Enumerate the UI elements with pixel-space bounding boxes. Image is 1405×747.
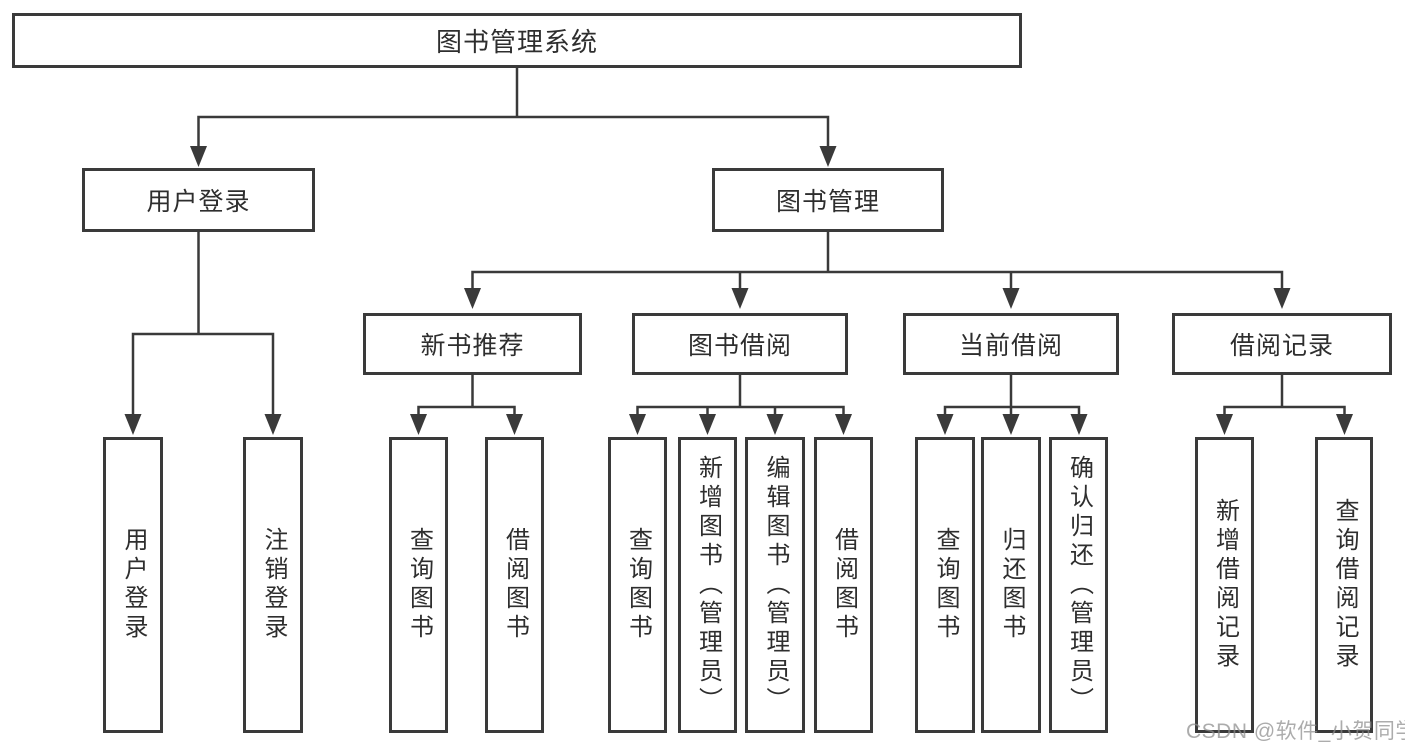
leaf-cb-confirm-return-admin: 确认归还（管理员） bbox=[1049, 437, 1108, 733]
leaf-bb-add-book-admin: 新增图书（管理员） bbox=[678, 437, 737, 733]
leaf-nb-borrow-books: 借阅图书 bbox=[485, 437, 544, 733]
leaf-nb-query-books: 查询图书 bbox=[389, 437, 448, 733]
node-current-borrowing: 当前借阅 bbox=[903, 313, 1119, 375]
vertical-label: 查询图书 bbox=[405, 527, 433, 643]
node-library-system: 图书管理系统 bbox=[12, 13, 1022, 68]
node-label: 图书管理系统 bbox=[435, 27, 598, 57]
node-user-login: 用户登录 bbox=[82, 168, 315, 232]
leaf-cb-return-books: 归还图书 bbox=[981, 437, 1041, 733]
vertical-label: 查询图书 bbox=[624, 527, 652, 643]
leaf-br-query-record: 查询借阅记录 bbox=[1315, 437, 1373, 733]
node-borrowing-records: 借阅记录 bbox=[1172, 313, 1392, 375]
node-book-management: 图书管理 bbox=[712, 168, 944, 232]
leaf-br-add-record: 新增借阅记录 bbox=[1195, 437, 1254, 733]
node-label: 图书管理 bbox=[775, 188, 880, 216]
connector-lines bbox=[131, 68, 1346, 416]
leaf-user-login: 用户登录 bbox=[103, 437, 163, 733]
node-label: 用户登录 bbox=[146, 188, 251, 216]
leaf-bb-query-books: 查询图书 bbox=[608, 437, 667, 733]
leaf-bb-edit-book-admin: 编辑图书（管理员） bbox=[745, 437, 805, 733]
node-label: 图书借阅 bbox=[687, 332, 792, 360]
watermark-credit: CSDN @软件_小贺同学 bbox=[1186, 720, 1405, 743]
node-book-borrowing: 图书借阅 bbox=[632, 313, 848, 375]
vertical-label: 新增图书（管理员） bbox=[694, 454, 722, 716]
vertical-label: 借阅图书 bbox=[830, 527, 858, 643]
leaf-logout: 注销登录 bbox=[243, 437, 303, 733]
vertical-label: 编辑图书（管理员） bbox=[762, 454, 789, 716]
node-label: 当前借阅 bbox=[958, 332, 1063, 360]
leaf-cb-query-books: 查询图书 bbox=[915, 437, 975, 733]
leaf-bb-borrow-books: 借阅图书 bbox=[814, 437, 873, 733]
vertical-label: 借阅图书 bbox=[501, 527, 529, 643]
vertical-label: 新增借阅记录 bbox=[1211, 498, 1239, 672]
node-new-book-recommend: 新书推荐 bbox=[363, 313, 582, 375]
vertical-label: 归还图书 bbox=[998, 527, 1025, 643]
vertical-label: 查询借阅记录 bbox=[1331, 498, 1358, 672]
node-label: 借阅记录 bbox=[1229, 332, 1334, 360]
vertical-label: 确认归还（管理员） bbox=[1065, 454, 1093, 716]
arrowheads bbox=[124, 146, 1353, 435]
node-label: 新书推荐 bbox=[420, 332, 525, 360]
vertical-label: 查询图书 bbox=[932, 527, 959, 643]
vertical-label: 注销登录 bbox=[260, 527, 287, 643]
vertical-label: 用户登录 bbox=[120, 527, 147, 643]
